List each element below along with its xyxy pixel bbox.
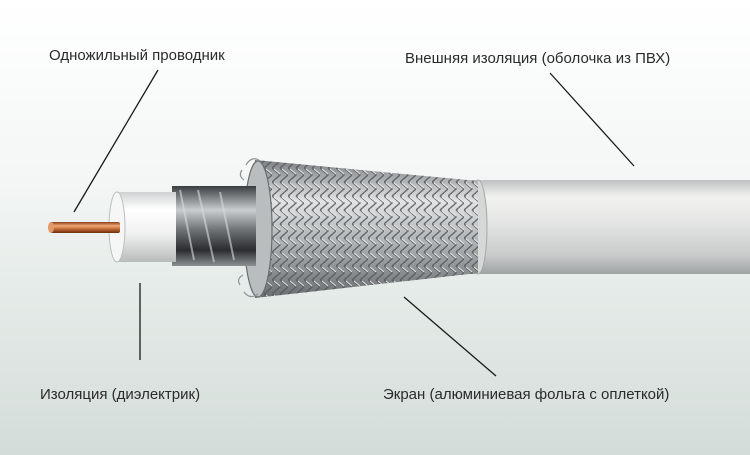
conductor-leader-line [73,69,159,213]
screen-label: Экран (алюминиевая фольга с оплеткой) [383,386,670,403]
outer-jacket [468,179,750,275]
copper-conductor [48,222,120,233]
outer-insulation-leader-line [549,72,635,167]
conductor-label: Одножильный проводник [49,47,225,64]
leader-lines [73,69,635,377]
insulation-label: Изоляция (диэлектрик) [40,386,201,403]
braid-shield [237,158,478,298]
screen-leader-line [403,296,497,377]
outer-insulation-label: Внешняя изоляция (оболочка из ПВХ) [405,50,671,67]
aluminum-foil [172,186,256,266]
